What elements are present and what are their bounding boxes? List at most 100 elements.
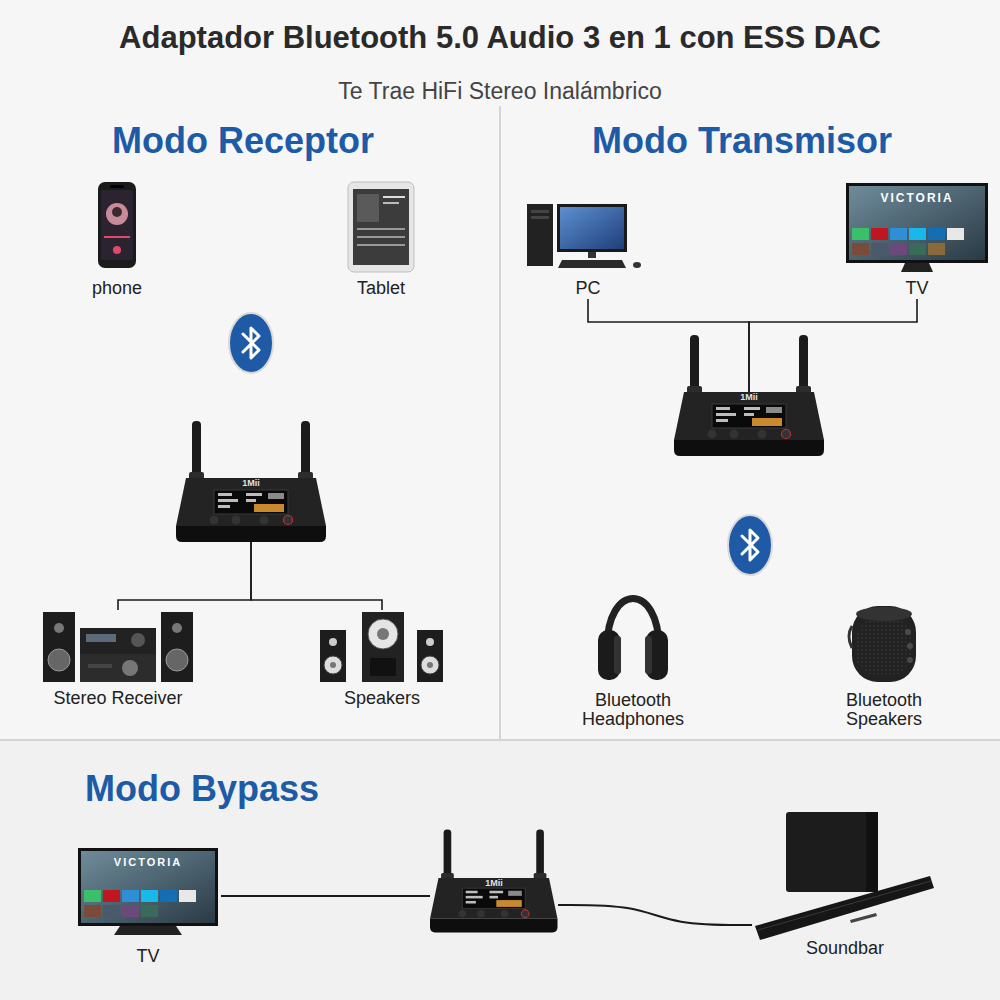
device-caption: TV xyxy=(905,278,928,299)
phone-illustration xyxy=(113,246,121,254)
label-box: VICTORIA xyxy=(114,856,182,869)
tv: TV xyxy=(75,846,221,967)
soundbar-illustration xyxy=(850,913,877,923)
stereo-receiver-illustration xyxy=(80,654,156,682)
tablet-illustration xyxy=(357,194,379,222)
tv-illustration xyxy=(928,228,945,240)
bottom-panel xyxy=(0,741,1000,1000)
tablet-illustration xyxy=(353,189,409,265)
device-caption: Tablet xyxy=(357,278,405,299)
audio-cable xyxy=(558,905,752,925)
tv-illustration xyxy=(122,890,139,902)
soundbar-illustration xyxy=(786,812,878,892)
device-caption: Bluetooth Headphones xyxy=(573,690,693,730)
soundbar-illustration xyxy=(755,876,934,940)
tv-illustration xyxy=(846,183,988,263)
tablet-illustration xyxy=(357,236,405,238)
tv-illustration xyxy=(84,905,101,917)
tv-illustration xyxy=(141,905,158,917)
tv-illustration xyxy=(890,228,907,240)
phone-illustration xyxy=(98,182,136,268)
bluetooth-speaker-illustration xyxy=(856,618,912,676)
soundbar-illustration xyxy=(866,812,878,892)
pc-illustration xyxy=(531,216,549,219)
phone-illustration xyxy=(112,207,122,217)
phone-illustration xyxy=(98,182,136,268)
tv-illustration xyxy=(141,890,158,902)
bluetooth-speaker-illustration xyxy=(849,606,916,682)
stereo-receiver-illustration xyxy=(122,660,138,676)
headphones-illustration xyxy=(598,630,620,680)
phone: phone xyxy=(77,178,157,299)
tablet-illustration xyxy=(357,228,405,230)
tablet: Tablet xyxy=(336,178,426,299)
tv-illustration xyxy=(846,183,988,272)
tv-illustration xyxy=(103,890,120,902)
stereo-receiver-illustration xyxy=(43,612,75,682)
tv-illustration xyxy=(78,848,218,935)
tv-illustration xyxy=(871,243,888,255)
bluetooth-speaker-illustration xyxy=(907,657,913,663)
section-heading: Modo Transmisor xyxy=(592,120,892,161)
bluetooth-speaker-illustration xyxy=(849,626,852,648)
divider xyxy=(499,106,501,740)
audio-cable xyxy=(749,299,917,392)
section-heading: Modo Receptor xyxy=(112,120,374,161)
device-caption: Soundbar xyxy=(806,938,884,959)
headphones-illustration xyxy=(598,599,668,681)
tv-illustration xyxy=(849,186,985,260)
tv-illustration xyxy=(179,890,196,902)
screen-text: VICTORIA xyxy=(880,192,953,206)
pc-illustration xyxy=(558,260,626,268)
bluetooth-speaker-illustration xyxy=(907,643,913,649)
tv-illustration xyxy=(122,905,139,917)
device-caption: Speakers xyxy=(344,688,420,709)
speakers-illustration xyxy=(368,619,398,649)
illustration xyxy=(728,515,772,575)
speakers-illustration xyxy=(330,662,336,668)
tv-illustration xyxy=(890,243,907,255)
speakers-illustration xyxy=(320,612,443,682)
phone-illustration xyxy=(104,236,130,238)
tv-illustration xyxy=(84,890,101,902)
tv-illustration xyxy=(160,890,177,902)
headphones-illustration xyxy=(614,636,621,674)
illustration xyxy=(229,313,273,373)
divider xyxy=(0,739,1000,741)
soundbar-illustration xyxy=(755,812,934,940)
pc-illustration xyxy=(527,204,641,268)
illustration xyxy=(176,421,326,542)
adapter-device: 1Mii xyxy=(430,878,558,932)
pc-illustration xyxy=(588,252,596,258)
device-caption: Bluetooth Speakers xyxy=(824,690,944,730)
subtitle: Te Trae HiFi Stereo Inalámbrico xyxy=(338,78,661,104)
page-title: Adaptador Bluetooth 5.0 Audio 3 en 1 con… xyxy=(119,20,881,56)
tv-illustration xyxy=(81,851,215,923)
tv-illustration xyxy=(928,243,945,255)
label-box: Te Trae HiFi Stereo Inalámbrico xyxy=(338,78,661,104)
speakers-illustration xyxy=(324,656,342,674)
speakers-illustration xyxy=(362,612,404,682)
bluetooth-speaker-illustration xyxy=(852,606,916,682)
tv: TV xyxy=(844,180,990,299)
stereo-receiver-illustration xyxy=(131,633,145,647)
audio-cable xyxy=(588,299,749,392)
phone-illustration xyxy=(110,185,124,188)
adapter-device: 1Mii xyxy=(176,478,326,542)
tv-illustration xyxy=(947,228,964,240)
adapter-device: 1Mii xyxy=(674,392,824,456)
headphones-illustration xyxy=(646,630,668,680)
tv-illustration xyxy=(852,228,869,240)
device-caption: TV xyxy=(136,946,159,967)
tablet-illustration xyxy=(348,182,414,272)
section-heading: Modo Bypass xyxy=(85,768,319,809)
device-caption: phone xyxy=(92,278,142,299)
screen-text: VICTORIA xyxy=(114,856,182,869)
speakers-illustration xyxy=(426,638,434,646)
pc-illustration xyxy=(527,204,553,266)
stereo-receiver-illustration xyxy=(54,623,64,633)
stereo-receiver-illustration xyxy=(161,612,193,682)
pc-illustration xyxy=(557,204,627,252)
